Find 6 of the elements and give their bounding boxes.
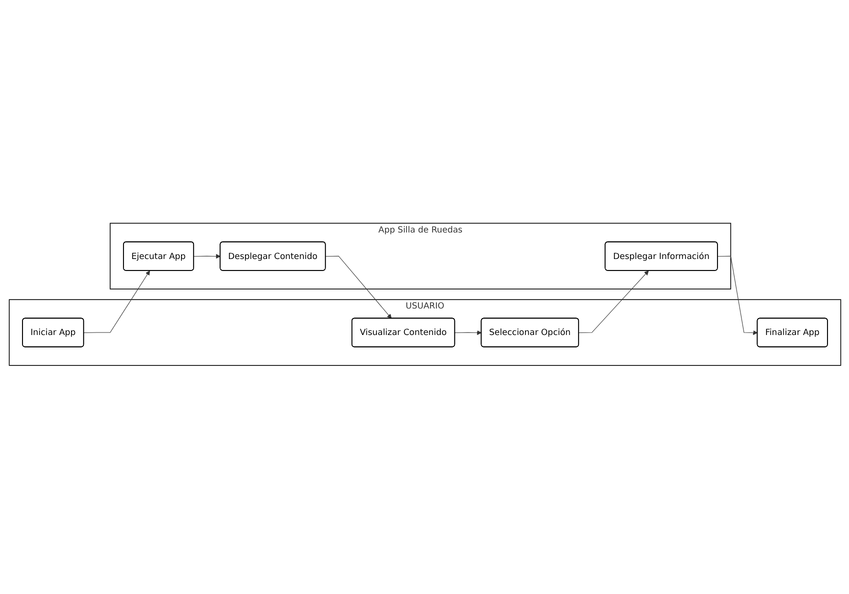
arrow bbox=[83, 270, 150, 334]
arrow bbox=[716, 256, 758, 336]
arrow bbox=[578, 270, 648, 334]
arrow bbox=[324, 256, 392, 319]
arrow bbox=[193, 254, 220, 259]
arrow bbox=[454, 330, 482, 336]
